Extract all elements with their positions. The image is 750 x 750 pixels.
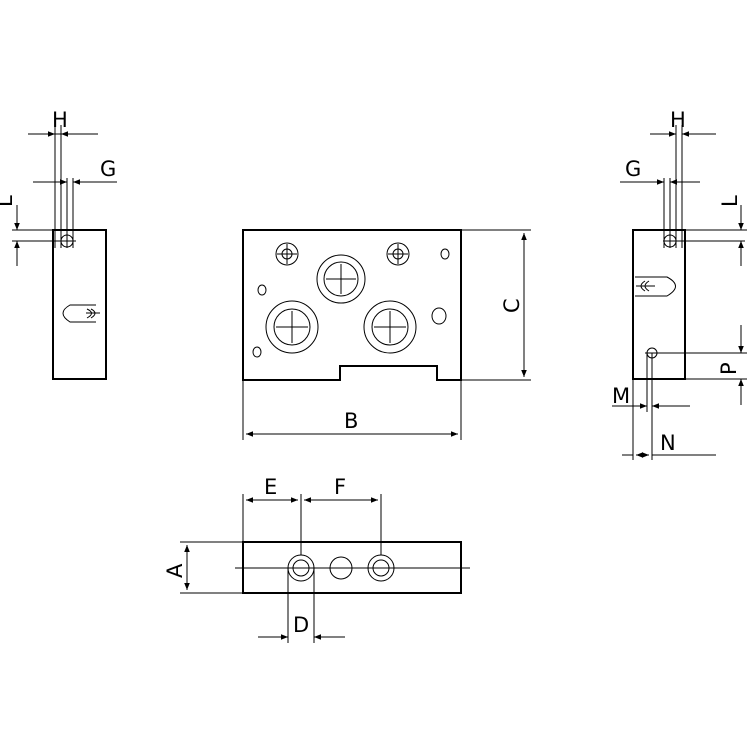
front-mount-hole-2 bbox=[440, 248, 450, 260]
left-h-label: H bbox=[52, 108, 68, 132]
top-port-mid bbox=[329, 556, 353, 580]
right-n-label: N bbox=[660, 431, 676, 455]
front-main-port-right-outer bbox=[363, 300, 417, 354]
front-view: C B bbox=[242, 229, 531, 440]
right-m-label: M bbox=[612, 384, 630, 408]
front-main-port-left-inner bbox=[273, 308, 311, 346]
top-port-right-inner bbox=[372, 559, 390, 577]
front-mount-hole-4 bbox=[252, 346, 262, 358]
left-view-pilot-thread bbox=[86, 308, 100, 319]
front-pilot-port-left-outer bbox=[275, 242, 299, 266]
top-d-label: D bbox=[293, 613, 309, 637]
right-side-view: H G L P M N bbox=[612, 108, 747, 460]
front-mount-hole-3 bbox=[431, 307, 447, 325]
front-view-body bbox=[242, 229, 462, 381]
front-b-label: B bbox=[344, 409, 358, 433]
top-f-label: F bbox=[334, 475, 346, 499]
left-view-pilot-port bbox=[62, 304, 96, 323]
top-e-label: E bbox=[264, 475, 277, 499]
right-view-body bbox=[632, 229, 686, 380]
front-main-port-top-outer bbox=[316, 254, 366, 304]
top-a-label: A bbox=[163, 563, 187, 578]
right-l-label: L bbox=[718, 195, 742, 207]
right-view-pilot-thread bbox=[636, 280, 655, 292]
front-main-port-left-outer bbox=[265, 300, 319, 354]
left-l-label: L bbox=[0, 195, 17, 207]
front-mount-hole-1 bbox=[257, 284, 267, 296]
right-h-label: H bbox=[670, 108, 686, 132]
left-side-view: H G L bbox=[0, 108, 117, 380]
right-p-label: P bbox=[717, 362, 741, 375]
right-view-pilot-port bbox=[635, 276, 676, 297]
front-main-port-top-inner bbox=[323, 261, 359, 297]
front-main-port-right-inner bbox=[371, 308, 409, 346]
top-view: E F A D bbox=[163, 475, 470, 643]
front-c-label: C bbox=[500, 298, 524, 313]
left-g-label: G bbox=[100, 157, 116, 181]
right-g-label: G bbox=[625, 157, 641, 181]
front-pilot-port-right-outer bbox=[386, 242, 410, 266]
top-port-left-inner bbox=[292, 559, 310, 577]
